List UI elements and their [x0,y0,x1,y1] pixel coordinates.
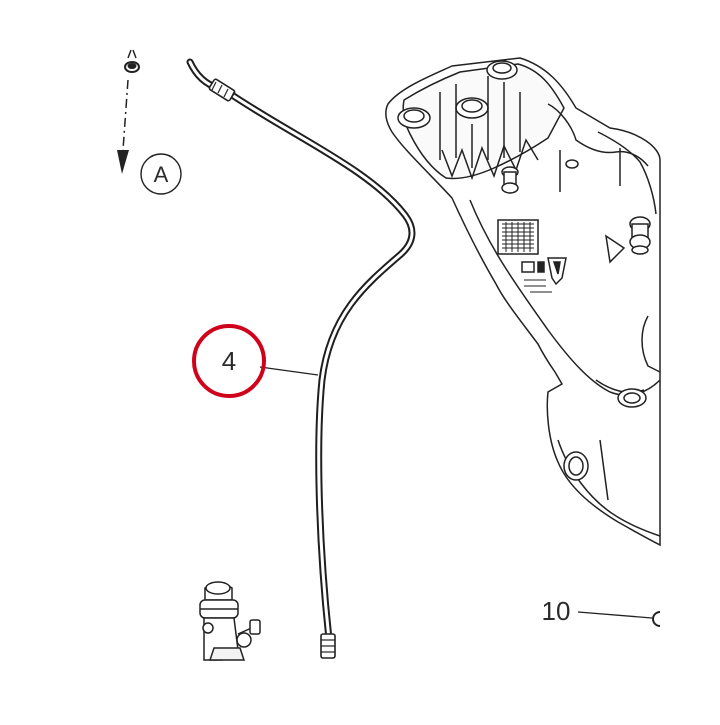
bracket-assembly [385,57,661,547]
hose-fitting-bottom [320,633,336,659]
callout-10-leader [577,611,653,619]
callout-10[interactable]: 10 [542,596,661,627]
callout-4-highlight-ring [192,324,266,398]
hose-fitting-top [208,78,236,102]
callout-4-leader [259,366,319,376]
fastener-and-view-arrow [117,49,140,174]
callout-4-label: 4 [222,346,236,376]
callout-4[interactable]: 4 [192,324,266,398]
hose-part-4 [186,58,416,659]
view-ref-label: A [154,162,169,187]
master-cylinder-part [199,581,261,661]
view-ref-marker: A [140,153,182,195]
callout-10-label: 10 [542,596,571,626]
